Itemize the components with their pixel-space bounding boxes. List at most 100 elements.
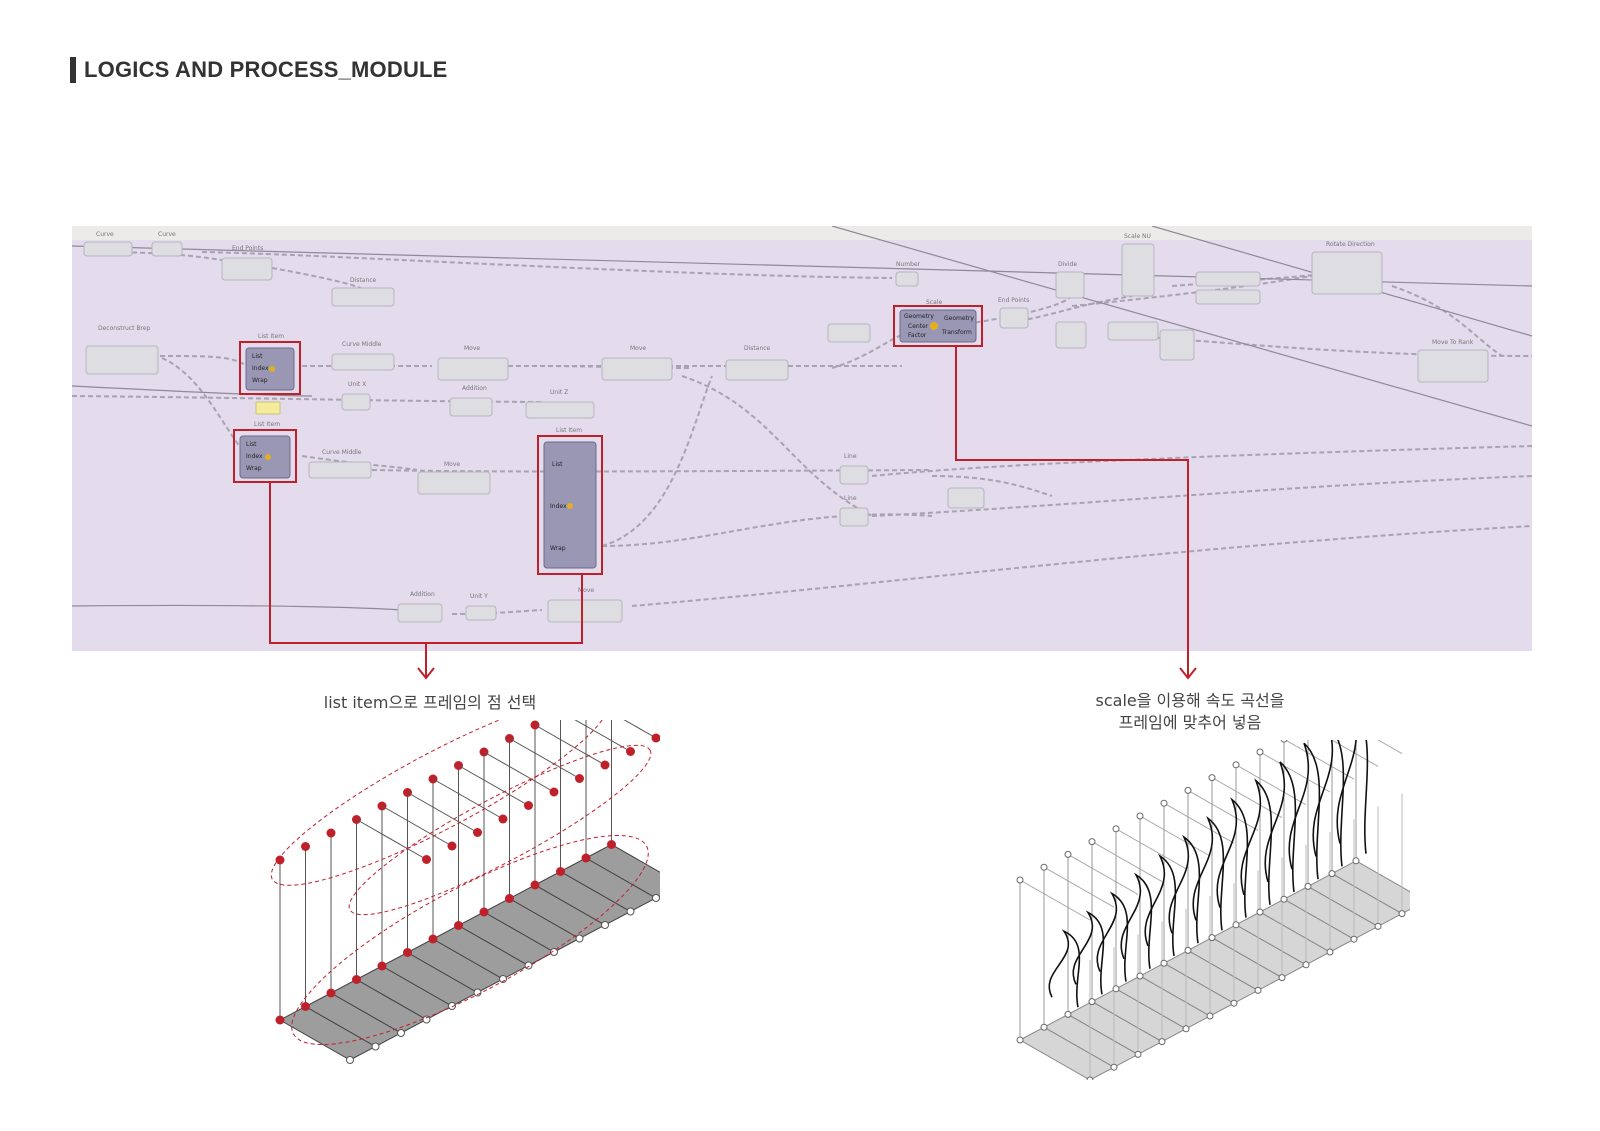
selected-point: [600, 760, 610, 770]
frame-beam: [1115, 828, 1187, 870]
frame-node: [1328, 870, 1336, 878]
caption-right: scale을 이용해 속도 곡선을 프레임에 맞추어 넣음: [1050, 690, 1330, 734]
frame-beam: [574, 720, 631, 752]
diagram-speed-curves: [1016, 740, 1410, 1080]
selected-point: [422, 855, 431, 864]
li1-icon: [269, 366, 275, 372]
frame-node: [1256, 748, 1264, 756]
frame-node: [1136, 812, 1144, 820]
frame-node: [1254, 986, 1262, 994]
frame-node: [601, 921, 609, 929]
frame-node: [1064, 850, 1072, 858]
speed-curve: [1192, 815, 1225, 931]
grasshopper-canvas[interactable]: Curve Curve End Points Distance Number S…: [72, 226, 1532, 651]
frame-node: [1280, 740, 1288, 743]
frame-beam: [1377, 740, 1403, 755]
scale-node[interactable]: Geometry Center Factor Geometry Transfor…: [893, 305, 983, 347]
frame-node: [1158, 1038, 1166, 1046]
floor-strip: [1330, 860, 1410, 915]
scale-center-port: Center: [908, 323, 929, 330]
frame-node: [1064, 1010, 1072, 1018]
node-label-curve-middle1: Curve Middle: [342, 341, 382, 348]
frame-beam: [623, 720, 657, 739]
selected-point: [505, 894, 514, 903]
node-label-scale-nu: Scale NU: [1124, 233, 1151, 240]
diagram-frame-points: [270, 720, 660, 1064]
speed-curve: [1120, 872, 1153, 969]
scale-geometry-port: Geometry: [904, 313, 934, 320]
list-item-node-3[interactable]: List Index Wrap: [537, 435, 603, 575]
selected-point: [275, 855, 285, 865]
frame-node: [1134, 1050, 1142, 1058]
frame-beam: [1163, 802, 1235, 844]
node-label-group: Curve Curve End Points Distance Number S…: [96, 231, 1474, 600]
scale-factor-port: Factor: [908, 332, 927, 339]
speed-curve: [1288, 742, 1321, 880]
frame-node: [1232, 921, 1240, 929]
selected-point: [498, 814, 508, 824]
frame-beam: [1139, 815, 1211, 857]
frame-node: [575, 934, 584, 943]
speed-curve: [1240, 778, 1273, 905]
speed-curve: [1168, 834, 1201, 944]
frame-node: [371, 1042, 380, 1051]
list-item-node-2[interactable]: List Index Wrap: [233, 429, 297, 483]
node-label-rotate-direction: Rotate Direction: [1326, 241, 1375, 248]
frame-beam: [407, 792, 478, 833]
selected-point: [377, 961, 387, 971]
selected-point: [607, 840, 616, 849]
node-label-unit-y: Unit Y: [470, 593, 488, 600]
frame-node: [1182, 1025, 1190, 1033]
list-item-node-1[interactable]: List Index Wrap: [239, 341, 301, 395]
li2-icon: [265, 454, 271, 460]
frame-node: [1256, 908, 1264, 916]
node-label-number: Number: [896, 261, 921, 268]
frame-beam: [1187, 789, 1259, 831]
node-label-divide: Divide: [1058, 261, 1077, 268]
selected-point: [403, 948, 412, 957]
frame-node: [1374, 922, 1382, 930]
selected-point: [301, 1002, 310, 1011]
node-label-move1: Move: [464, 345, 480, 352]
node-label-list-item3: List Item: [556, 427, 582, 434]
node-label-line2: Line: [844, 495, 857, 502]
frame-node: [1184, 946, 1192, 954]
frame-node: [1136, 972, 1144, 980]
scale-out-transform-port: Transform: [941, 329, 972, 336]
speed-curve: [1096, 891, 1129, 982]
li3-icon: [567, 503, 573, 509]
selected-point: [301, 842, 310, 851]
frame-node: [1016, 1036, 1024, 1044]
frame-node: [448, 1002, 456, 1010]
node-label-list-item2: List Item: [254, 421, 280, 428]
speed-curve: [1072, 910, 1105, 995]
title-bar-decoration: [70, 57, 76, 83]
node-label-end-points-top: End Points: [232, 245, 263, 252]
frame-beam: [1067, 853, 1139, 895]
selected-point: [581, 853, 591, 863]
selected-point: [479, 907, 489, 917]
selected-point: [326, 988, 336, 998]
node-label-move4: Move: [578, 587, 594, 594]
node-label-end-points: End Points: [998, 297, 1029, 304]
selected-point: [454, 921, 463, 930]
selected-point: [549, 787, 559, 797]
frame-node: [1206, 1012, 1214, 1020]
speed-curve: [1216, 797, 1249, 918]
li1-index-port: Index: [252, 365, 269, 372]
frame-beam: [1330, 740, 1379, 767]
speed-curve: [1264, 761, 1297, 893]
node-label-curve2: Curve: [158, 231, 176, 238]
frame-node: [1160, 799, 1168, 807]
frame-node: [397, 1029, 405, 1037]
frame-node: [1280, 895, 1288, 903]
frame-beam: [381, 805, 453, 847]
speed-curve: [1312, 740, 1345, 867]
frame-node: [1304, 882, 1312, 890]
caption-left: list item으로 프레임의 점 선택: [323, 693, 537, 712]
frame-node: [1398, 910, 1406, 918]
frame-node: [1184, 786, 1192, 794]
node-label-line1: Line: [844, 453, 857, 460]
selected-point: [626, 747, 635, 756]
